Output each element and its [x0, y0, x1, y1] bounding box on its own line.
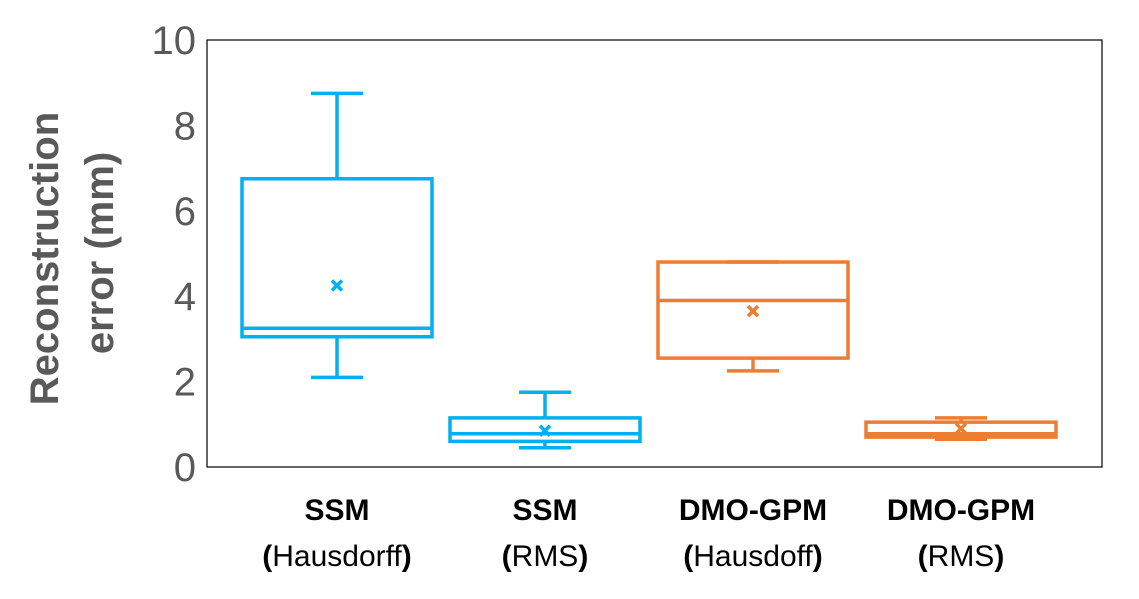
- category-label-metric: (RMS): [918, 540, 1005, 573]
- mean-marker: [538, 424, 552, 437]
- box-1: [240, 91, 434, 380]
- y-tick-label: 6: [174, 190, 196, 234]
- category-label-name: SSM: [512, 494, 577, 527]
- category-label-metric: (RMS): [502, 540, 589, 573]
- interquartile-box: [864, 420, 1058, 439]
- category-label-metric: (Hausdorff): [262, 540, 412, 573]
- y-axis-ticks: 0 2 4 6 8 10: [152, 19, 197, 490]
- x-axis-categories: SSM (Hausdorff) SSM (RMS) DMO-GPM (Hausdoff) D…: [262, 494, 1035, 573]
- y-tick-label: 0: [174, 446, 196, 490]
- category-label-metric: (Hausdoff): [683, 540, 823, 573]
- interquartile-box: [240, 177, 434, 339]
- y-axis-label: Reconstruction error (mm): [23, 101, 122, 405]
- y-axis-label-line-1: Reconstruction: [23, 112, 67, 405]
- boxes: [240, 91, 1058, 450]
- box-3: [656, 260, 850, 373]
- mean-marker: [330, 279, 344, 292]
- category-label-name: DMO-GPM: [679, 494, 827, 527]
- y-axis-label-line-2: error (mm): [78, 152, 122, 354]
- interquartile-box: [656, 260, 850, 360]
- y-tick-label: 4: [174, 275, 196, 319]
- box-2: [448, 390, 642, 450]
- mean-marker: [746, 304, 760, 318]
- mean-marker: [954, 422, 968, 435]
- y-tick-label: 2: [174, 361, 196, 405]
- y-tick-label: 8: [174, 104, 196, 148]
- box-4: [864, 416, 1058, 441]
- y-tick-label: 10: [152, 19, 197, 63]
- interquartile-box: [448, 416, 642, 444]
- category-label-name: DMO-GPM: [887, 494, 1035, 527]
- category-label-name: SSM: [304, 494, 369, 527]
- plot-area-frame: [206, 39, 1103, 468]
